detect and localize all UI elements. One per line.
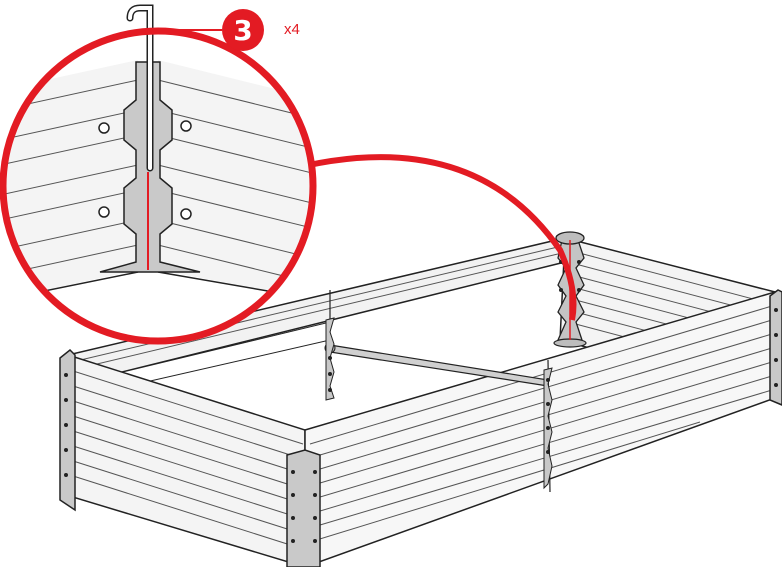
front-long-wall — [304, 290, 776, 567]
back-wall-joint — [325, 317, 335, 401]
corner-post-right — [769, 289, 782, 406]
wing-nut-icon — [98, 120, 192, 220]
left-short-wall — [65, 353, 306, 567]
step-number: 3 — [233, 14, 252, 47]
quantity-label: x4 — [284, 21, 300, 38]
callout-connector — [279, 154, 577, 321]
garden-bed-illustration — [59, 231, 782, 567]
corner-post-front — [286, 449, 321, 567]
rod-pin-icon — [126, 4, 154, 270]
detail-zoom-circle — [0, 4, 317, 345]
corner-post-left — [59, 348, 76, 512]
front-wall-joint — [543, 367, 553, 490]
step-badge: 3 x4 — [222, 9, 300, 51]
